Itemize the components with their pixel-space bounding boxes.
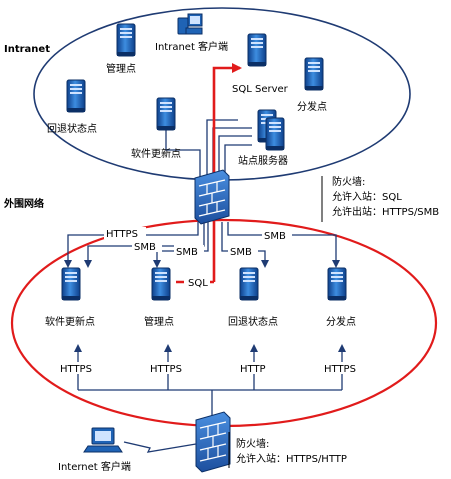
management-point-dmz-icon [151,267,171,301]
protocol-in-4: HTTPS [324,364,356,375]
firewall-external-title: 防火墙: [236,437,269,450]
internal-firewall-icon [194,169,230,225]
protocol-smb-1: SMB [134,242,156,253]
protocol-smb-3: SMB [230,247,252,258]
fallback-status-point-dmz-label: 回退状态点 [228,315,278,328]
distribution-point-dmz-icon [327,267,347,301]
firewall-internal-outbound: 允许出站：HTTPS/SMB [332,205,439,218]
software-update-point-dmz-icon [61,267,81,301]
firewall-internal-inbound: 允许入站：SQL [332,190,402,203]
protocol-sql: SQL [188,278,208,289]
internet-client-icon [83,427,123,453]
sql-server-label: SQL Server [232,84,289,95]
fallback-status-point-dmz-icon [239,267,259,301]
management-point-dmz-label: 管理点 [144,315,174,328]
software-update-point-internal-label: 软件更新点 [131,147,181,160]
firewall-internal-title: 防火墙: [332,175,365,188]
intranet-zone [33,7,411,181]
protocol-https-top: HTTPS [106,229,138,240]
protocol-in-1: HTTPS [60,364,92,375]
perimeter-label: 外围网络 [3,197,44,210]
fallback-status-point-internal-label: 回退状态点 [47,122,97,135]
intranet-client-label: Intranet 客户端 [155,40,228,53]
intranet-label: Intranet [4,44,50,55]
protocol-smb-4: SMB [264,231,286,242]
distribution-point-internal-label: 分发点 [297,100,327,113]
software-update-point-internal-icon [156,97,176,131]
distribution-point-dmz-label: 分发点 [326,315,356,328]
internet-client-label: Internet 客户端 [58,460,131,473]
protocol-in-2: HTTPS [150,364,182,375]
internet-link [123,441,197,453]
fallback-status-point-internal-icon [66,79,86,113]
sql-server-icon [247,33,267,67]
site-server-icon-2 [265,117,285,151]
external-firewall-icon [195,411,231,473]
management-point-internal-icon [116,23,136,57]
protocol-smb-2: SMB [176,247,198,258]
management-point-internal-label: 管理点 [106,62,136,75]
protocol-in-3: HTTP [240,364,266,375]
site-server-label: 站点服务器 [238,154,288,167]
software-update-point-dmz-label: 软件更新点 [45,315,95,328]
inbound-links [74,344,346,418]
firewall-external-inbound: 允许入站：HTTPS/HTTP [236,452,347,465]
distribution-point-internal-icon [304,57,324,91]
intranet-client-icon [177,13,203,35]
